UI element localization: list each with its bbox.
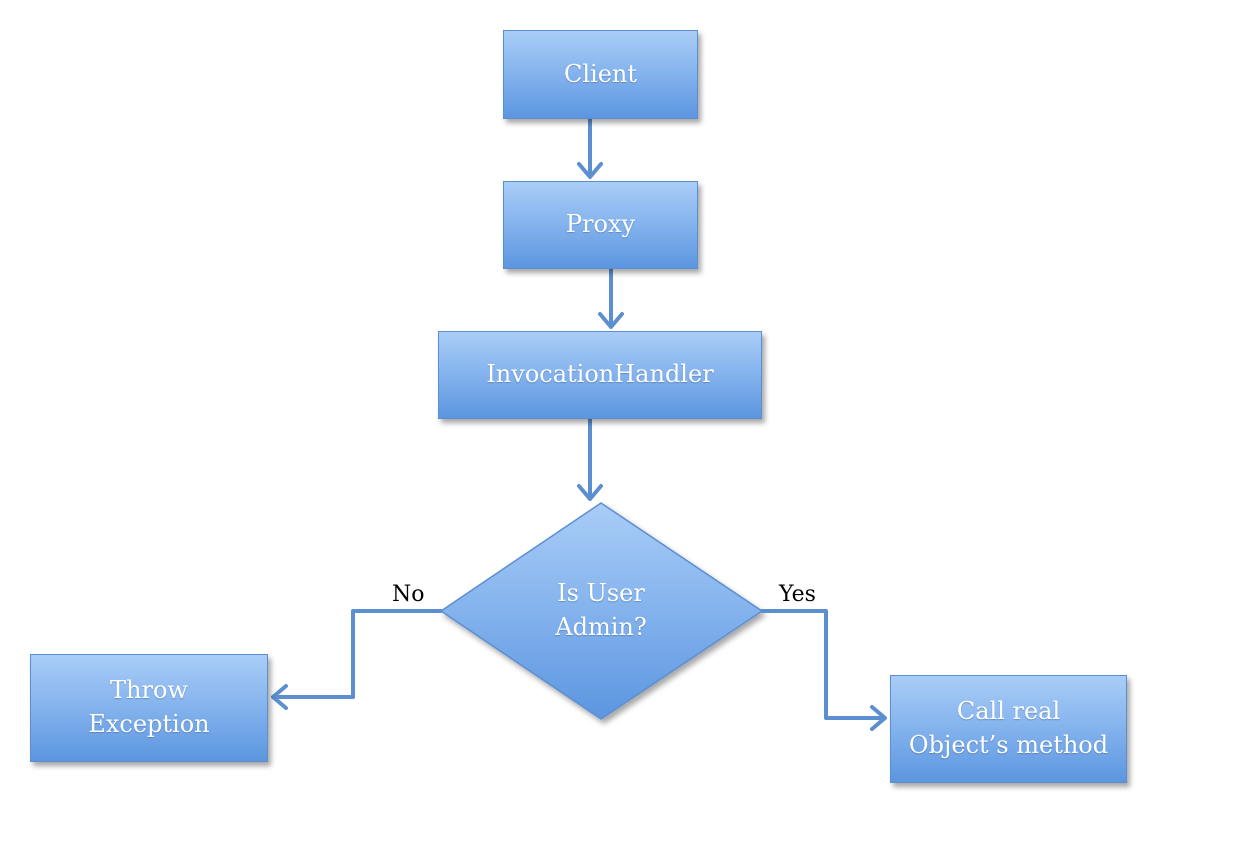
- arrowhead-proxy-to-handler: [598, 312, 624, 329]
- node-throw-exception-line1: Throw: [110, 676, 188, 705]
- node-client: Client: [503, 30, 698, 119]
- decision-label-line1: Is User: [557, 579, 645, 608]
- arrowhead-yes-branch: [870, 705, 887, 731]
- node-throw-exception: Throw Exception: [30, 654, 268, 762]
- node-invocation-handler: InvocationHandler: [438, 331, 762, 419]
- edge-label-no: No: [392, 582, 425, 607]
- node-client-label: Client: [563, 59, 638, 88]
- arrowhead-client-to-proxy: [577, 162, 603, 179]
- arrow-yes-branch: [760, 609, 886, 720]
- node-call-real-method-line2: Object’s method: [908, 731, 1109, 759]
- node-invocation-handler-label: InvocationHandler: [486, 360, 714, 389]
- node-proxy: Proxy: [503, 181, 698, 269]
- decision-label: Is User Admin?: [501, 566, 701, 656]
- decision-label-line2: Admin?: [555, 613, 647, 641]
- arrowhead-handler-to-decision: [577, 484, 603, 501]
- node-call-real-method-line1: Call real: [956, 697, 1061, 726]
- arrow-no-branch: [272, 609, 443, 699]
- arrowhead-no-branch: [271, 684, 288, 710]
- edge-label-yes: Yes: [779, 582, 816, 607]
- node-call-real-method: Call real Object’s method: [890, 675, 1127, 783]
- decision-diamond: [439, 502, 764, 720]
- node-proxy-label: Proxy: [565, 210, 636, 239]
- node-throw-exception-line2: Exception: [88, 710, 210, 738]
